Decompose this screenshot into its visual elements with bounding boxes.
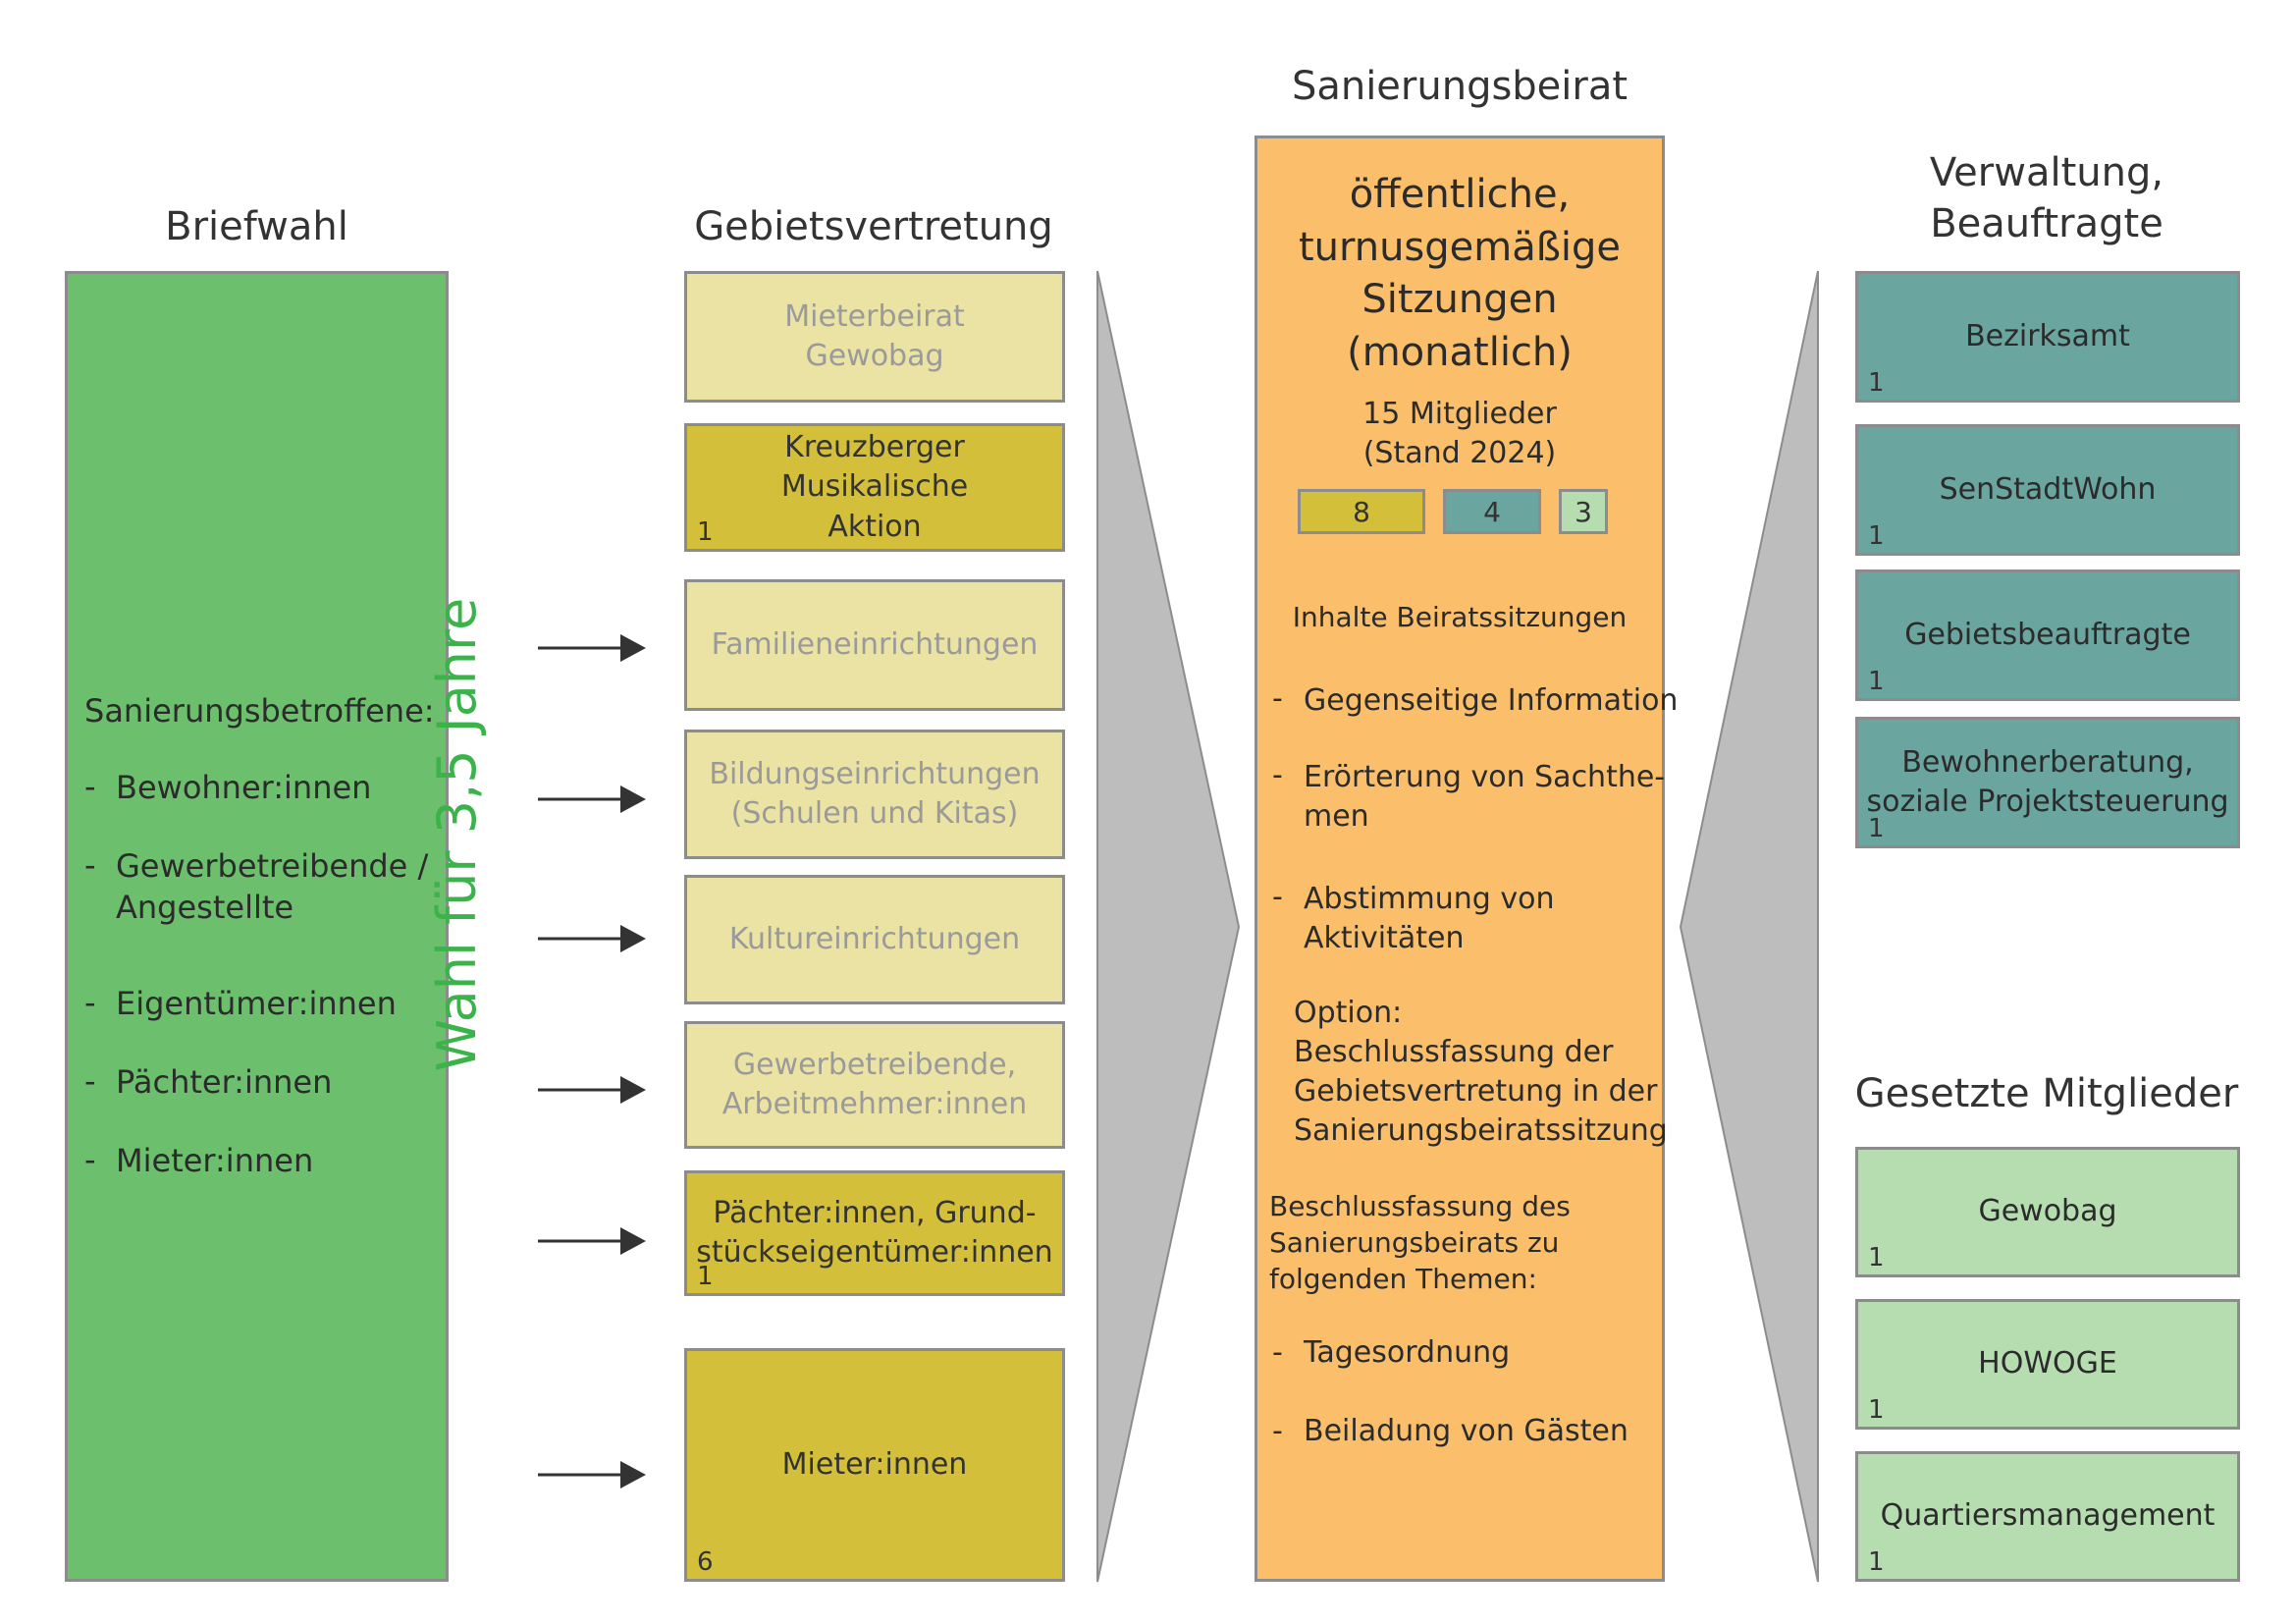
verwaltung-box: Bezirksamt 1 xyxy=(1855,271,2240,403)
gebietsvertretung-box: Bildungseinrichtungen (Schulen und Kitas… xyxy=(684,730,1065,859)
verwaltung-box: Bewohnerberatung, soziale Projektsteueru… xyxy=(1855,717,2240,848)
briefwahl-dash: - xyxy=(84,984,96,1021)
inhalte-dash: - xyxy=(1272,681,1283,716)
member-count: 6 xyxy=(697,1547,714,1577)
box-label: Bildungseinrichtungen (Schulen und Kitas… xyxy=(709,756,1041,832)
inhalte-dash: - xyxy=(1272,880,1283,914)
box-label: Pächter:innen, Grund- stückseigentümer:i… xyxy=(696,1195,1053,1271)
arrow-head xyxy=(620,925,646,952)
election-arrows xyxy=(538,634,646,1489)
box-label: Gewobag xyxy=(1978,1194,2117,1229)
verwaltung-box: SenStadtWohn 1 xyxy=(1855,424,2240,556)
option-text: Option: Beschlussfassung der Gebietsvert… xyxy=(1294,996,1668,1148)
themen-dash: - xyxy=(1272,1414,1283,1448)
box-label: Kultureinrichtungen xyxy=(728,921,1021,956)
briefwahl-dash: - xyxy=(84,846,96,884)
box-label: Mieterbeirat Gewobag xyxy=(784,298,965,374)
heading-sanierungsbeirat: Sanierungsbeirat xyxy=(1291,64,1629,109)
count-verwaltung: 4 xyxy=(1443,489,1541,534)
member-count: 1 xyxy=(697,517,714,547)
inhalte-title: Inhalte Beiratssitzungen xyxy=(1292,601,1628,633)
arrow-head xyxy=(620,1076,646,1104)
member-count: 1 xyxy=(697,1262,714,1291)
member-count: 1 xyxy=(1868,814,1885,843)
inhalte-item: Gegenseitige Information xyxy=(1304,683,1679,718)
box-label: Bezirksamt xyxy=(1965,318,2130,353)
briefwahl-dash: - xyxy=(84,768,96,805)
briefwahl-item: Eigentümer:innen xyxy=(116,985,397,1022)
count-gesetzte: 3 xyxy=(1559,489,1608,534)
box-label: SenStadtWohn xyxy=(1939,471,2157,507)
inhalte-dash: - xyxy=(1272,758,1283,792)
inhalte-item: Abstimmung von Aktivitäten xyxy=(1304,882,1555,955)
arrow-head xyxy=(620,634,646,662)
beirat-title: öffentliche, turnusgemäßige Sitzungen (m… xyxy=(1298,172,1622,375)
box-label: Mieter:innen xyxy=(781,1446,968,1482)
wedge-left xyxy=(1096,270,1241,1583)
member-count: 1 xyxy=(1868,1547,1885,1577)
heading-briefwahl: Briefwahl xyxy=(165,204,348,249)
gebietsvertretung-box: Gewerbetreibende, Arbeitmehmer:innen xyxy=(684,1021,1065,1149)
sanierungsbeirat-box xyxy=(1255,135,1665,1582)
heading-gebietsvertretung: Gebietsvertretung xyxy=(694,204,1053,249)
briefwahl-dash: - xyxy=(84,1062,96,1100)
box-label: Familieneinrichtungen xyxy=(711,626,1039,662)
briefwahl-item: Mieter:innen xyxy=(116,1142,314,1179)
box-label: Gebietsbeauftragte xyxy=(1904,617,2191,652)
themen-item: Tagesordnung xyxy=(1304,1335,1511,1370)
arrow-head xyxy=(620,1227,646,1255)
beschluss-text: Beschlussfassung des Sanierungsbeirats z… xyxy=(1269,1190,1571,1296)
member-count: 1 xyxy=(1868,368,1885,398)
box-label: Bewohnerberatung, soziale Projektsteueru… xyxy=(1866,744,2229,820)
beirat-members: 15 Mitglieder (Stand 2024) xyxy=(1362,397,1557,470)
briefwahl-item: Bewohner:innen xyxy=(116,769,372,806)
member-count: 1 xyxy=(1868,1243,1885,1272)
box-label: HOWOGE xyxy=(1978,1346,2117,1381)
gebietsvertretung-box: Pächter:innen, Grund- stückseigentümer:i… xyxy=(684,1170,1065,1296)
arrow-head xyxy=(620,785,646,813)
inhalte-item: Erörterung von Sachthe- men xyxy=(1304,760,1666,834)
briefwahl-dash: - xyxy=(84,1141,96,1178)
briefwahl-item: Pächter:innen xyxy=(116,1063,333,1101)
briefwahl-intro: Sanierungsbetroffene: xyxy=(84,692,435,730)
verwaltung-box: Gebietsbeauftragte 1 xyxy=(1855,569,2240,701)
wedge-right xyxy=(1679,270,1819,1583)
gebietsvertretung-box: Mieterbeirat Gewobag xyxy=(684,271,1065,403)
gesetzte-box: Quartiersmanagement 1 xyxy=(1855,1451,2240,1582)
themen-item: Beiladung von Gästen xyxy=(1304,1414,1629,1448)
briefwahl-item: Gewerbetreibende / Angestellte xyxy=(116,847,429,926)
member-count: 1 xyxy=(1868,521,1885,551)
heading-gesetzte-mitglieder: Gesetzte Mitglieder xyxy=(1854,1071,2239,1116)
heading-verwaltung: Verwaltung, Beauftragte xyxy=(1929,150,2164,246)
box-label: Gewerbetreibende, Arbeitmehmer:innen xyxy=(721,1047,1028,1122)
gebietsvertretung-box: Familieneinrichtungen xyxy=(684,579,1065,711)
box-label: Kreuzberger Musikalische Aktion xyxy=(780,429,969,544)
themen-dash: - xyxy=(1272,1335,1283,1370)
member-count: 1 xyxy=(1868,1395,1885,1425)
arrow-head xyxy=(620,1461,646,1489)
gesetzte-box: Gewobag 1 xyxy=(1855,1147,2240,1277)
gebietsvertretung-box: Mieter:innen 6 xyxy=(684,1348,1065,1582)
member-count: 1 xyxy=(1868,667,1885,696)
gebietsvertretung-box: Kreuzberger Musikalische Aktion 1 xyxy=(684,423,1065,552)
briefwahl-box xyxy=(65,271,449,1582)
box-label: Quartiersmanagement xyxy=(1880,1498,2216,1534)
count-gebietsvertretung: 8 xyxy=(1298,489,1425,534)
gebietsvertretung-box: Kultureinrichtungen xyxy=(684,875,1065,1004)
gesetzte-box: HOWOGE 1 xyxy=(1855,1299,2240,1430)
